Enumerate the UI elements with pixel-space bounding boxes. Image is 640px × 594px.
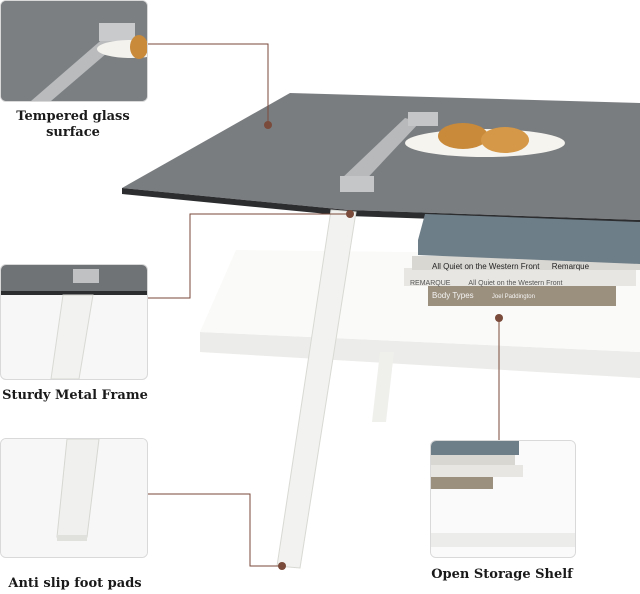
glass-tabletop (122, 93, 640, 226)
shelf-closeup-image (431, 441, 575, 557)
book-spine-3: Body Types Joel Paddington (432, 291, 535, 300)
glass-closeup-image (1, 1, 147, 101)
book-spine-2: REMARQUE All Quiet on the Western Front (410, 280, 563, 287)
shelf-label: Open Storage Shelf (431, 567, 573, 582)
frame-label: Sturdy Metal Frame (2, 388, 148, 403)
plate-with-croissants (405, 123, 565, 157)
glass-leader-dot (264, 121, 272, 129)
foot-pad-closeup-inset (0, 438, 148, 558)
leader-lines (148, 43, 500, 567)
pads-leader-dot (278, 562, 286, 570)
frame-leader-dot (346, 210, 354, 218)
frame-closeup-image (1, 265, 147, 379)
frame-closeup-inset (0, 264, 148, 380)
pads-label: Anti slip foot pads (8, 576, 142, 591)
glass-closeup-inset (0, 0, 148, 102)
back-leg (372, 352, 394, 422)
book-spine-1: All Quiet on the Western Front Remarque (432, 262, 590, 271)
shelf-leader-dot (495, 314, 503, 322)
foot-pad-closeup-image (1, 439, 147, 557)
book-stack (404, 214, 640, 306)
glass-label: Tempered glass surface (16, 109, 130, 140)
shelf-closeup-inset (430, 440, 576, 558)
